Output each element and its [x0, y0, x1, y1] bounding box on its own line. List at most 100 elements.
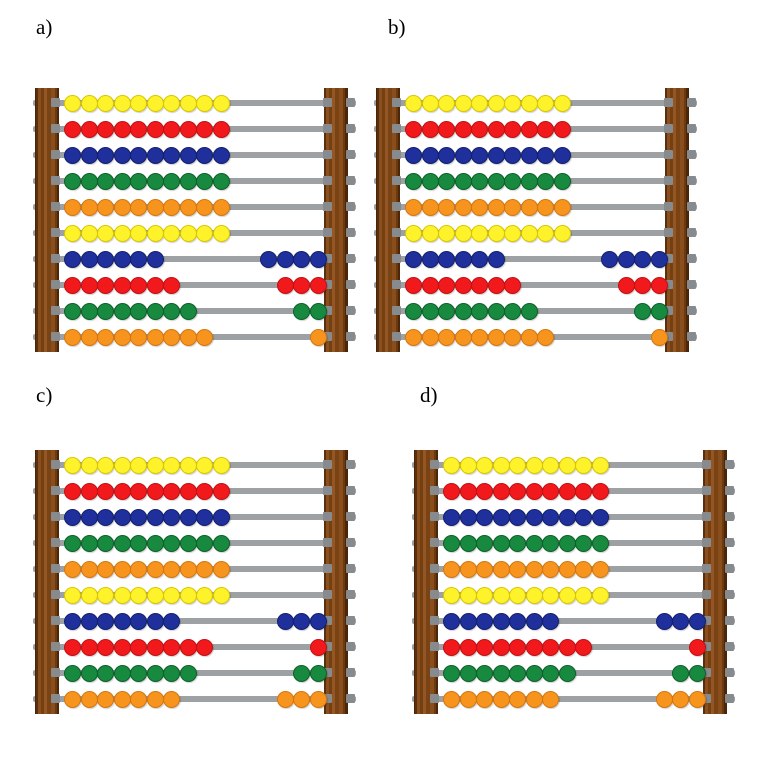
- orange-bead: [454, 328, 472, 346]
- blue-bead: [97, 612, 114, 630]
- red-bead: [97, 120, 114, 138]
- red-bead: [80, 276, 98, 294]
- green-bead: [146, 302, 164, 320]
- green-bead: [509, 664, 526, 682]
- orange-bead: [650, 328, 668, 346]
- rod-cap: [323, 668, 332, 677]
- orange-bead: [575, 560, 592, 578]
- green-bead: [146, 172, 164, 190]
- yellow-bead: [443, 456, 460, 474]
- rod-cap: [430, 460, 439, 469]
- orange-bead: [163, 328, 180, 346]
- blue-bead: [80, 250, 98, 268]
- green-bead: [179, 534, 197, 552]
- blue-bead: [525, 612, 543, 630]
- rod-cap: [702, 642, 711, 651]
- orange-bead: [64, 690, 81, 708]
- rod-cap: [346, 668, 355, 677]
- orange-bead: [212, 560, 230, 578]
- red-bead: [163, 120, 180, 138]
- rod-cap: [687, 98, 696, 107]
- blue-bead: [113, 250, 131, 268]
- green-bead: [471, 172, 488, 190]
- figure-label-b: b): [388, 15, 406, 39]
- rod-cap: [51, 124, 60, 133]
- figure-label-c: c): [36, 383, 53, 407]
- green-bead: [525, 664, 543, 682]
- abacus-b: [374, 88, 697, 352]
- orange-bead: [471, 328, 488, 346]
- green-bead: [309, 302, 327, 320]
- green-bead: [591, 534, 609, 552]
- rod-cap: [725, 642, 734, 651]
- rod-cap: [346, 616, 355, 625]
- red-bead: [525, 638, 543, 656]
- rod-cap: [346, 460, 355, 469]
- red-bead: [196, 638, 213, 656]
- orange-bead: [438, 198, 455, 216]
- orange-bead: [672, 690, 689, 708]
- green-bead: [80, 172, 98, 190]
- blue-bead: [196, 146, 213, 164]
- green-bead: [146, 534, 164, 552]
- green-bead: [64, 534, 81, 552]
- red-bead: [443, 482, 460, 500]
- rod-cap: [346, 512, 355, 521]
- rod-cap: [702, 668, 711, 677]
- red-bead: [454, 276, 472, 294]
- red-bead: [64, 638, 81, 656]
- blue-bead: [212, 508, 230, 526]
- green-bead: [80, 534, 98, 552]
- orange-bead: [163, 560, 180, 578]
- green-bead: [421, 172, 439, 190]
- rod-cap: [687, 150, 696, 159]
- yellow-bead: [196, 94, 213, 112]
- rod-cap: [323, 590, 332, 599]
- red-bead: [146, 120, 164, 138]
- blue-bead: [459, 612, 477, 630]
- blue-bead: [537, 146, 554, 164]
- green-bead: [504, 172, 521, 190]
- green-bead: [130, 302, 147, 320]
- yellow-bead: [509, 456, 526, 474]
- green-bead: [476, 534, 493, 552]
- blue-bead: [454, 146, 472, 164]
- green-bead: [537, 172, 554, 190]
- rod-cap: [346, 150, 355, 159]
- green-bead: [405, 172, 422, 190]
- blue-bead: [525, 508, 543, 526]
- green-bead: [492, 664, 510, 682]
- blue-bead: [130, 508, 147, 526]
- orange-bead: [97, 328, 114, 346]
- yellow-bead: [146, 224, 164, 242]
- yellow-bead: [196, 456, 213, 474]
- rod-cap: [346, 642, 355, 651]
- orange-bead: [558, 560, 576, 578]
- orange-bead: [309, 690, 327, 708]
- green-bead: [97, 302, 114, 320]
- orange-bead: [443, 690, 460, 708]
- green-bead: [471, 302, 488, 320]
- orange-bead: [146, 560, 164, 578]
- orange-bead: [553, 198, 571, 216]
- rod-cap: [346, 694, 355, 703]
- yellow-bead: [212, 94, 230, 112]
- yellow-bead: [492, 586, 510, 604]
- yellow-bead: [438, 224, 455, 242]
- orange-bead: [80, 198, 98, 216]
- rod: [374, 282, 697, 288]
- rod-cap: [346, 486, 355, 495]
- rod-cap: [323, 512, 332, 521]
- red-bead: [504, 120, 521, 138]
- red-bead: [542, 638, 559, 656]
- rod-cap: [725, 668, 734, 677]
- green-bead: [80, 664, 98, 682]
- rod-cap: [702, 590, 711, 599]
- orange-bead: [688, 690, 706, 708]
- rod-cap: [430, 694, 439, 703]
- red-bead: [179, 120, 197, 138]
- rod-cap: [346, 98, 355, 107]
- blue-bead: [542, 508, 559, 526]
- orange-bead: [454, 198, 472, 216]
- rod-cap: [323, 176, 332, 185]
